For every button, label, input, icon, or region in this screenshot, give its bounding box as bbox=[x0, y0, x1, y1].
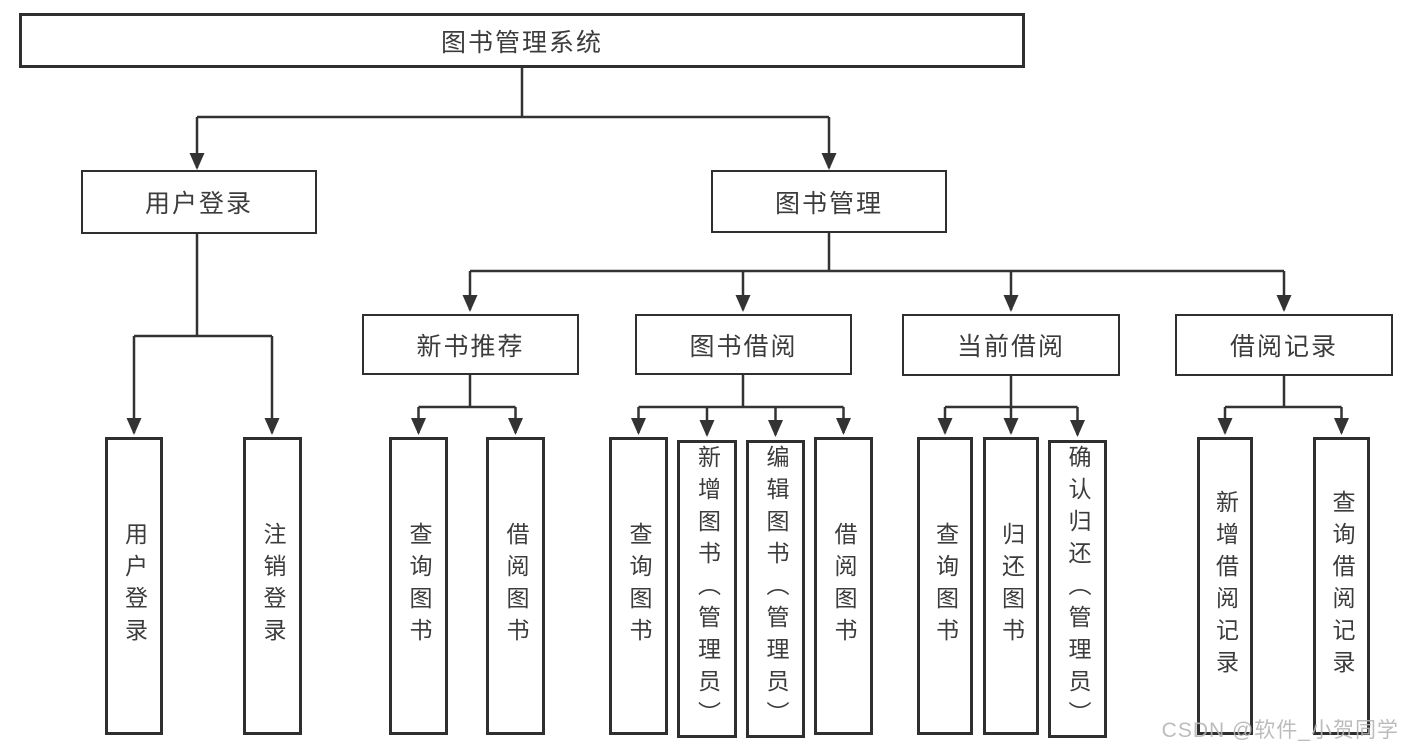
node-label: 查询借阅记录 bbox=[1329, 490, 1355, 682]
node-label: 查询图书 bbox=[626, 522, 652, 650]
node-label: 注销登录 bbox=[260, 522, 286, 650]
node-label: 图书管理 bbox=[774, 189, 883, 218]
node-label: 借阅图书 bbox=[831, 522, 857, 650]
node-label: 图书管理系统 bbox=[440, 28, 603, 57]
node-book-management: 图书管理 bbox=[711, 170, 947, 233]
node-current-borrowing: 当前借阅 bbox=[902, 314, 1120, 376]
node-leaf-return-books: 归还图书 bbox=[983, 437, 1039, 735]
node-leaf-query-books-recommend: 查询图书 bbox=[389, 437, 448, 735]
node-label: 编辑图书（管理员） bbox=[763, 445, 789, 733]
node-label: 新增图书（管理员） bbox=[694, 445, 721, 733]
node-label: 当前借阅 bbox=[956, 333, 1065, 361]
node-library-management-system: 图书管理系统 bbox=[19, 13, 1025, 68]
node-borrowing-records: 借阅记录 bbox=[1175, 314, 1393, 376]
node-label: 归还图书 bbox=[998, 522, 1025, 650]
node-leaf-confirm-return-admin: 确认归还（管理员） bbox=[1048, 440, 1107, 738]
node-leaf-query-books-current: 查询图书 bbox=[917, 437, 973, 735]
node-label: 查询图书 bbox=[406, 522, 432, 650]
node-label: 新增借阅记录 bbox=[1212, 490, 1239, 682]
node-leaf-query-books-borrowing: 查询图书 bbox=[609, 437, 668, 735]
node-label: 用户登录 bbox=[144, 190, 253, 218]
node-label: 图书借阅 bbox=[689, 332, 798, 361]
node-leaf-query-borrow-record: 查询借阅记录 bbox=[1313, 437, 1370, 735]
node-user-login: 用户登录 bbox=[81, 170, 317, 234]
node-new-book-recommend: 新书推荐 bbox=[362, 314, 579, 375]
node-label: 用户登录 bbox=[121, 522, 148, 650]
node-leaf-add-borrow-record: 新增借阅记录 bbox=[1197, 437, 1253, 735]
node-leaf-borrow-books-recommend: 借阅图书 bbox=[486, 437, 545, 735]
node-label: 借阅图书 bbox=[503, 522, 529, 650]
node-leaf-edit-books-admin: 编辑图书（管理员） bbox=[746, 440, 805, 738]
node-leaf-user-login: 用户登录 bbox=[105, 437, 163, 735]
node-label: 查询图书 bbox=[932, 522, 959, 650]
node-leaf-borrow-books: 借阅图书 bbox=[814, 437, 873, 735]
node-label: 新书推荐 bbox=[416, 332, 525, 361]
csdn-watermark: CSDN @软件_小贺同学 bbox=[1161, 719, 1399, 742]
node-label: 借阅记录 bbox=[1229, 333, 1338, 361]
node-leaf-add-books-admin: 新增图书（管理员） bbox=[677, 440, 737, 738]
node-book-borrowing: 图书借阅 bbox=[635, 314, 852, 375]
node-label: 确认归还（管理员） bbox=[1065, 445, 1091, 733]
node-leaf-logout: 注销登录 bbox=[243, 437, 302, 735]
